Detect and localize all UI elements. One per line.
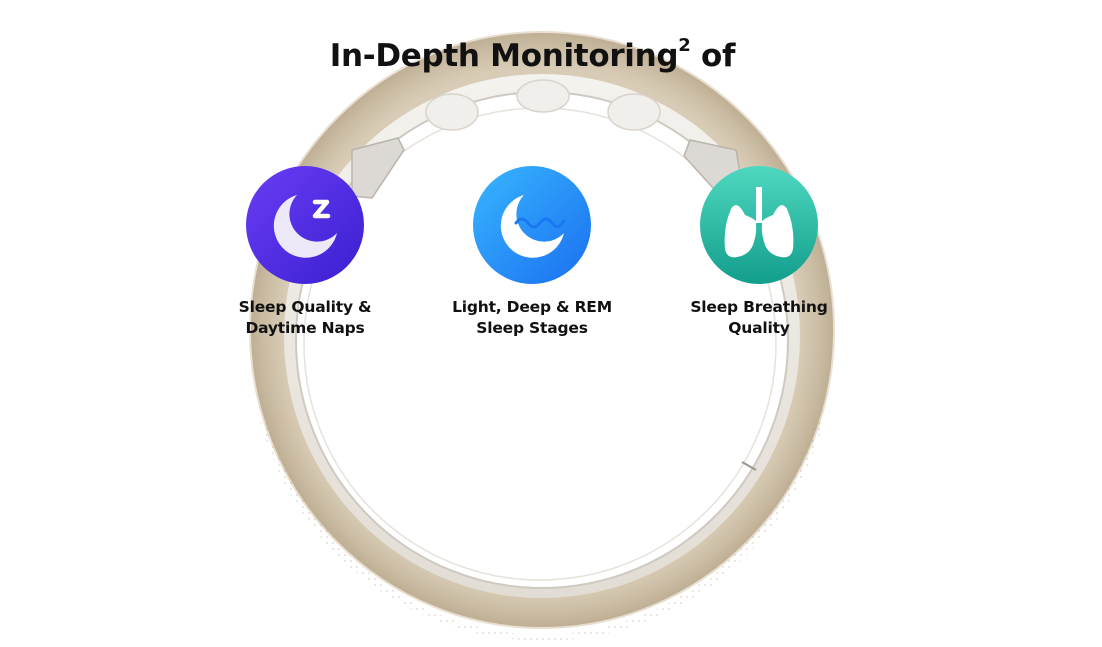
moon-wave-icon: [473, 166, 591, 284]
feature-sleep-quality: Sleep Quality & Daytime Naps: [205, 165, 405, 339]
feature-label-line2: Sleep Stages: [476, 319, 588, 337]
feature-label-line1: Sleep Quality &: [238, 298, 372, 316]
lungs-icon: [700, 166, 818, 284]
title-suffix: of: [701, 38, 736, 74]
feature-breathing-quality: Sleep Breathing Quality: [659, 165, 859, 339]
feature-label: Sleep Breathing Quality: [659, 297, 859, 339]
feature-label: Light, Deep & REM Sleep Stages: [432, 297, 632, 339]
feature-sleep-stages: Light, Deep & REM Sleep Stages: [432, 165, 632, 339]
footnote-marker: 2: [678, 34, 691, 56]
feature-label-line2: Quality: [728, 319, 790, 337]
feature-label-line1: Sleep Breathing: [690, 298, 828, 316]
page-title: In-Depth Monitoring2 of: [0, 34, 1065, 74]
feature-label: Sleep Quality & Daytime Naps: [205, 297, 405, 339]
feature-label-line1: Light, Deep & REM: [452, 298, 612, 316]
feature-label-line2: Daytime Naps: [245, 319, 365, 337]
moon-zzz-icon: [246, 166, 364, 284]
title-text: In-Depth Monitoring: [329, 38, 679, 74]
